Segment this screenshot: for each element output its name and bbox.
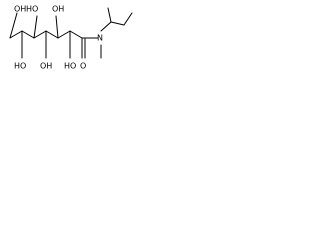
side-chain-bond-3 (107, 7, 112, 23)
backbone-bond-5 (57, 30, 71, 39)
amide-nitrogen-label: N (97, 34, 103, 43)
n-alkyl-bond (100, 21, 112, 32)
hydroxyl-bond-upper-mid (33, 15, 38, 39)
carbonyl-oxygen-label: O (80, 62, 86, 71)
oh-label-top-left: OH (14, 5, 26, 14)
hydroxyl-bond-upper-right (55, 15, 59, 39)
backbone-bond-6 (69, 30, 83, 39)
ho-label-lower-left: HO (14, 62, 26, 71)
backbone-bond-2 (21, 30, 35, 39)
side-chain-bond-2 (123, 12, 133, 26)
ho-label-upper-mid: HO (26, 5, 38, 14)
ho-label-lower-mid: OH (40, 62, 52, 71)
oh-label-lower-right: HO (64, 62, 76, 71)
backbone-bond-4 (45, 30, 59, 39)
backbone-bond-3 (33, 30, 47, 39)
side-chain-bond-1 (110, 21, 125, 26)
backbone-bond-1 (9, 30, 23, 39)
hydroxyl-bond-top-left (9, 12, 18, 39)
chemical-structure-diagram: OH HO OH HO OH HO O N (9, 5, 133, 71)
oh-label-upper-right: OH (52, 5, 64, 14)
